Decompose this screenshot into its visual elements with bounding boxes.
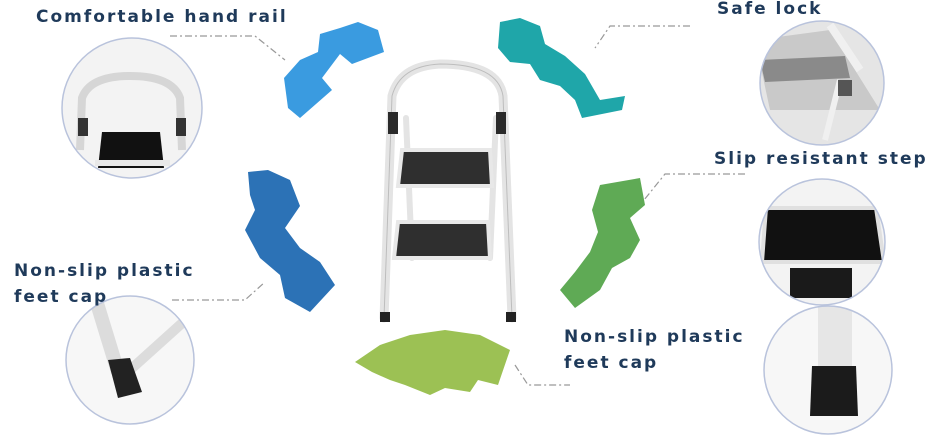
ladder-lower-step — [391, 220, 493, 260]
callout-feet-right — [763, 305, 893, 435]
callout-safe-lock — [759, 20, 885, 146]
callout-slip-step — [758, 178, 886, 306]
gear-segment-bottom — [355, 330, 510, 395]
step-ladder — [379, 59, 517, 323]
label-hand-rail: Comfortable hand rail — [36, 7, 288, 27]
gear-segment-top-left — [284, 22, 384, 118]
leader-line-feet-right — [514, 364, 570, 386]
leader-line-feet-left — [172, 281, 266, 301]
label-slip-step: Slip resistant step — [714, 149, 928, 169]
leader-line-safe-lock — [594, 25, 690, 49]
gear-segment-right — [560, 178, 645, 308]
leader-line-hand-rail — [170, 35, 286, 61]
callout-hand-rail — [61, 37, 203, 179]
label-feet-right-line2: feet cap — [564, 353, 659, 373]
label-feet-left-line1: Non-slip plastic — [14, 261, 195, 281]
callout-feet-left — [65, 295, 195, 425]
label-feet-right-line1: Non-slip plastic — [564, 327, 745, 347]
ladder-upper-step — [395, 148, 495, 188]
label-safe-lock: Safe lock — [717, 0, 823, 19]
leader-lines — [170, 25, 745, 386]
gear-segment-top-right — [498, 18, 625, 118]
gear-segment-left — [245, 170, 335, 312]
leader-line-slip-step — [639, 173, 745, 206]
label-feet-left-line2: feet cap — [14, 287, 109, 307]
